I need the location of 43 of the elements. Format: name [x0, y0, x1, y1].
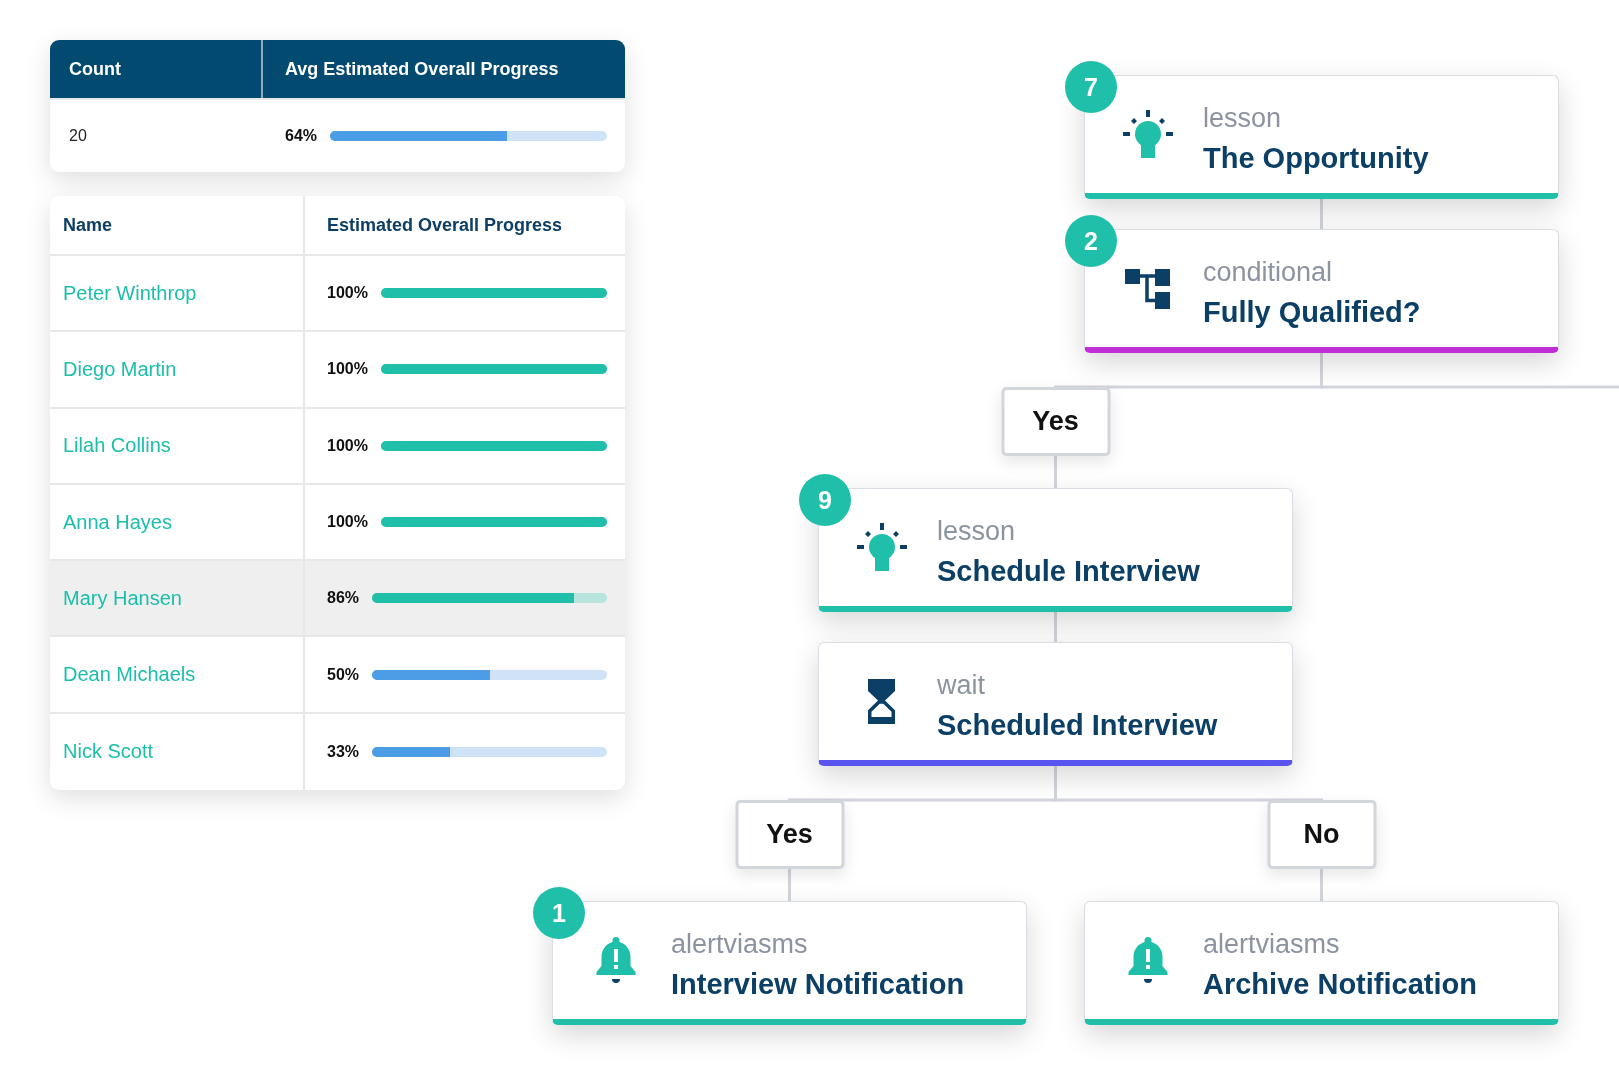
person-name: Nick Scott — [63, 740, 154, 764]
edge-label: Yes — [1001, 387, 1110, 456]
percent-value: 100% — [327, 284, 368, 303]
percent-value: 33% — [327, 742, 360, 761]
person-name: Lilah Collins — [63, 434, 171, 458]
percent-value: 100% — [327, 513, 368, 532]
column-header: Name — [63, 214, 113, 236]
step-number: 1 — [533, 887, 585, 939]
step-title: Archive Notification — [1203, 967, 1477, 1002]
step-title: Interview Notification — [671, 967, 965, 1002]
person-name: Dean Michaels — [63, 663, 196, 687]
step-type: alertviasms — [1203, 928, 1340, 961]
percent-value: 86% — [327, 589, 360, 608]
percent-value: 50% — [327, 665, 360, 684]
person-name: Diego Martin — [63, 357, 177, 381]
person-name: Peter Winthrop — [63, 281, 197, 305]
person-name: Anna Hayes — [63, 510, 172, 534]
step-type: alertviasms — [671, 928, 808, 961]
step-type: lesson — [1203, 102, 1282, 135]
column-header: Count — [69, 58, 121, 80]
count-value: 20 — [69, 127, 87, 145]
step-card — [1084, 901, 1559, 1025]
edge-label: Yes — [735, 800, 844, 869]
step-number: 2 — [1065, 215, 1117, 267]
step-title: Schedule Interview — [937, 554, 1200, 589]
step-number: 9 — [799, 474, 851, 526]
column-header: Avg Estimated Overall Progress — [285, 58, 559, 80]
step-title: The Opportunity — [1203, 141, 1429, 176]
step-number: 7 — [1065, 61, 1117, 113]
step-type: wait — [937, 669, 985, 702]
step-title: Fully Qualified? — [1203, 295, 1421, 330]
person-name: Mary Hansen — [63, 586, 182, 610]
percent-value: 100% — [327, 436, 368, 455]
percent-value: 64% — [285, 127, 318, 145]
step-title: Scheduled Interview — [937, 708, 1218, 743]
connector-line — [1320, 199, 1323, 229]
column-header: Estimated Overall Progress — [327, 214, 563, 236]
connector-line — [1054, 612, 1057, 642]
edge-label: No — [1267, 800, 1376, 869]
percent-value: 100% — [327, 360, 368, 379]
step-type: conditional — [1203, 256, 1333, 289]
step-type: lesson — [937, 515, 1016, 548]
step-card — [818, 642, 1293, 766]
